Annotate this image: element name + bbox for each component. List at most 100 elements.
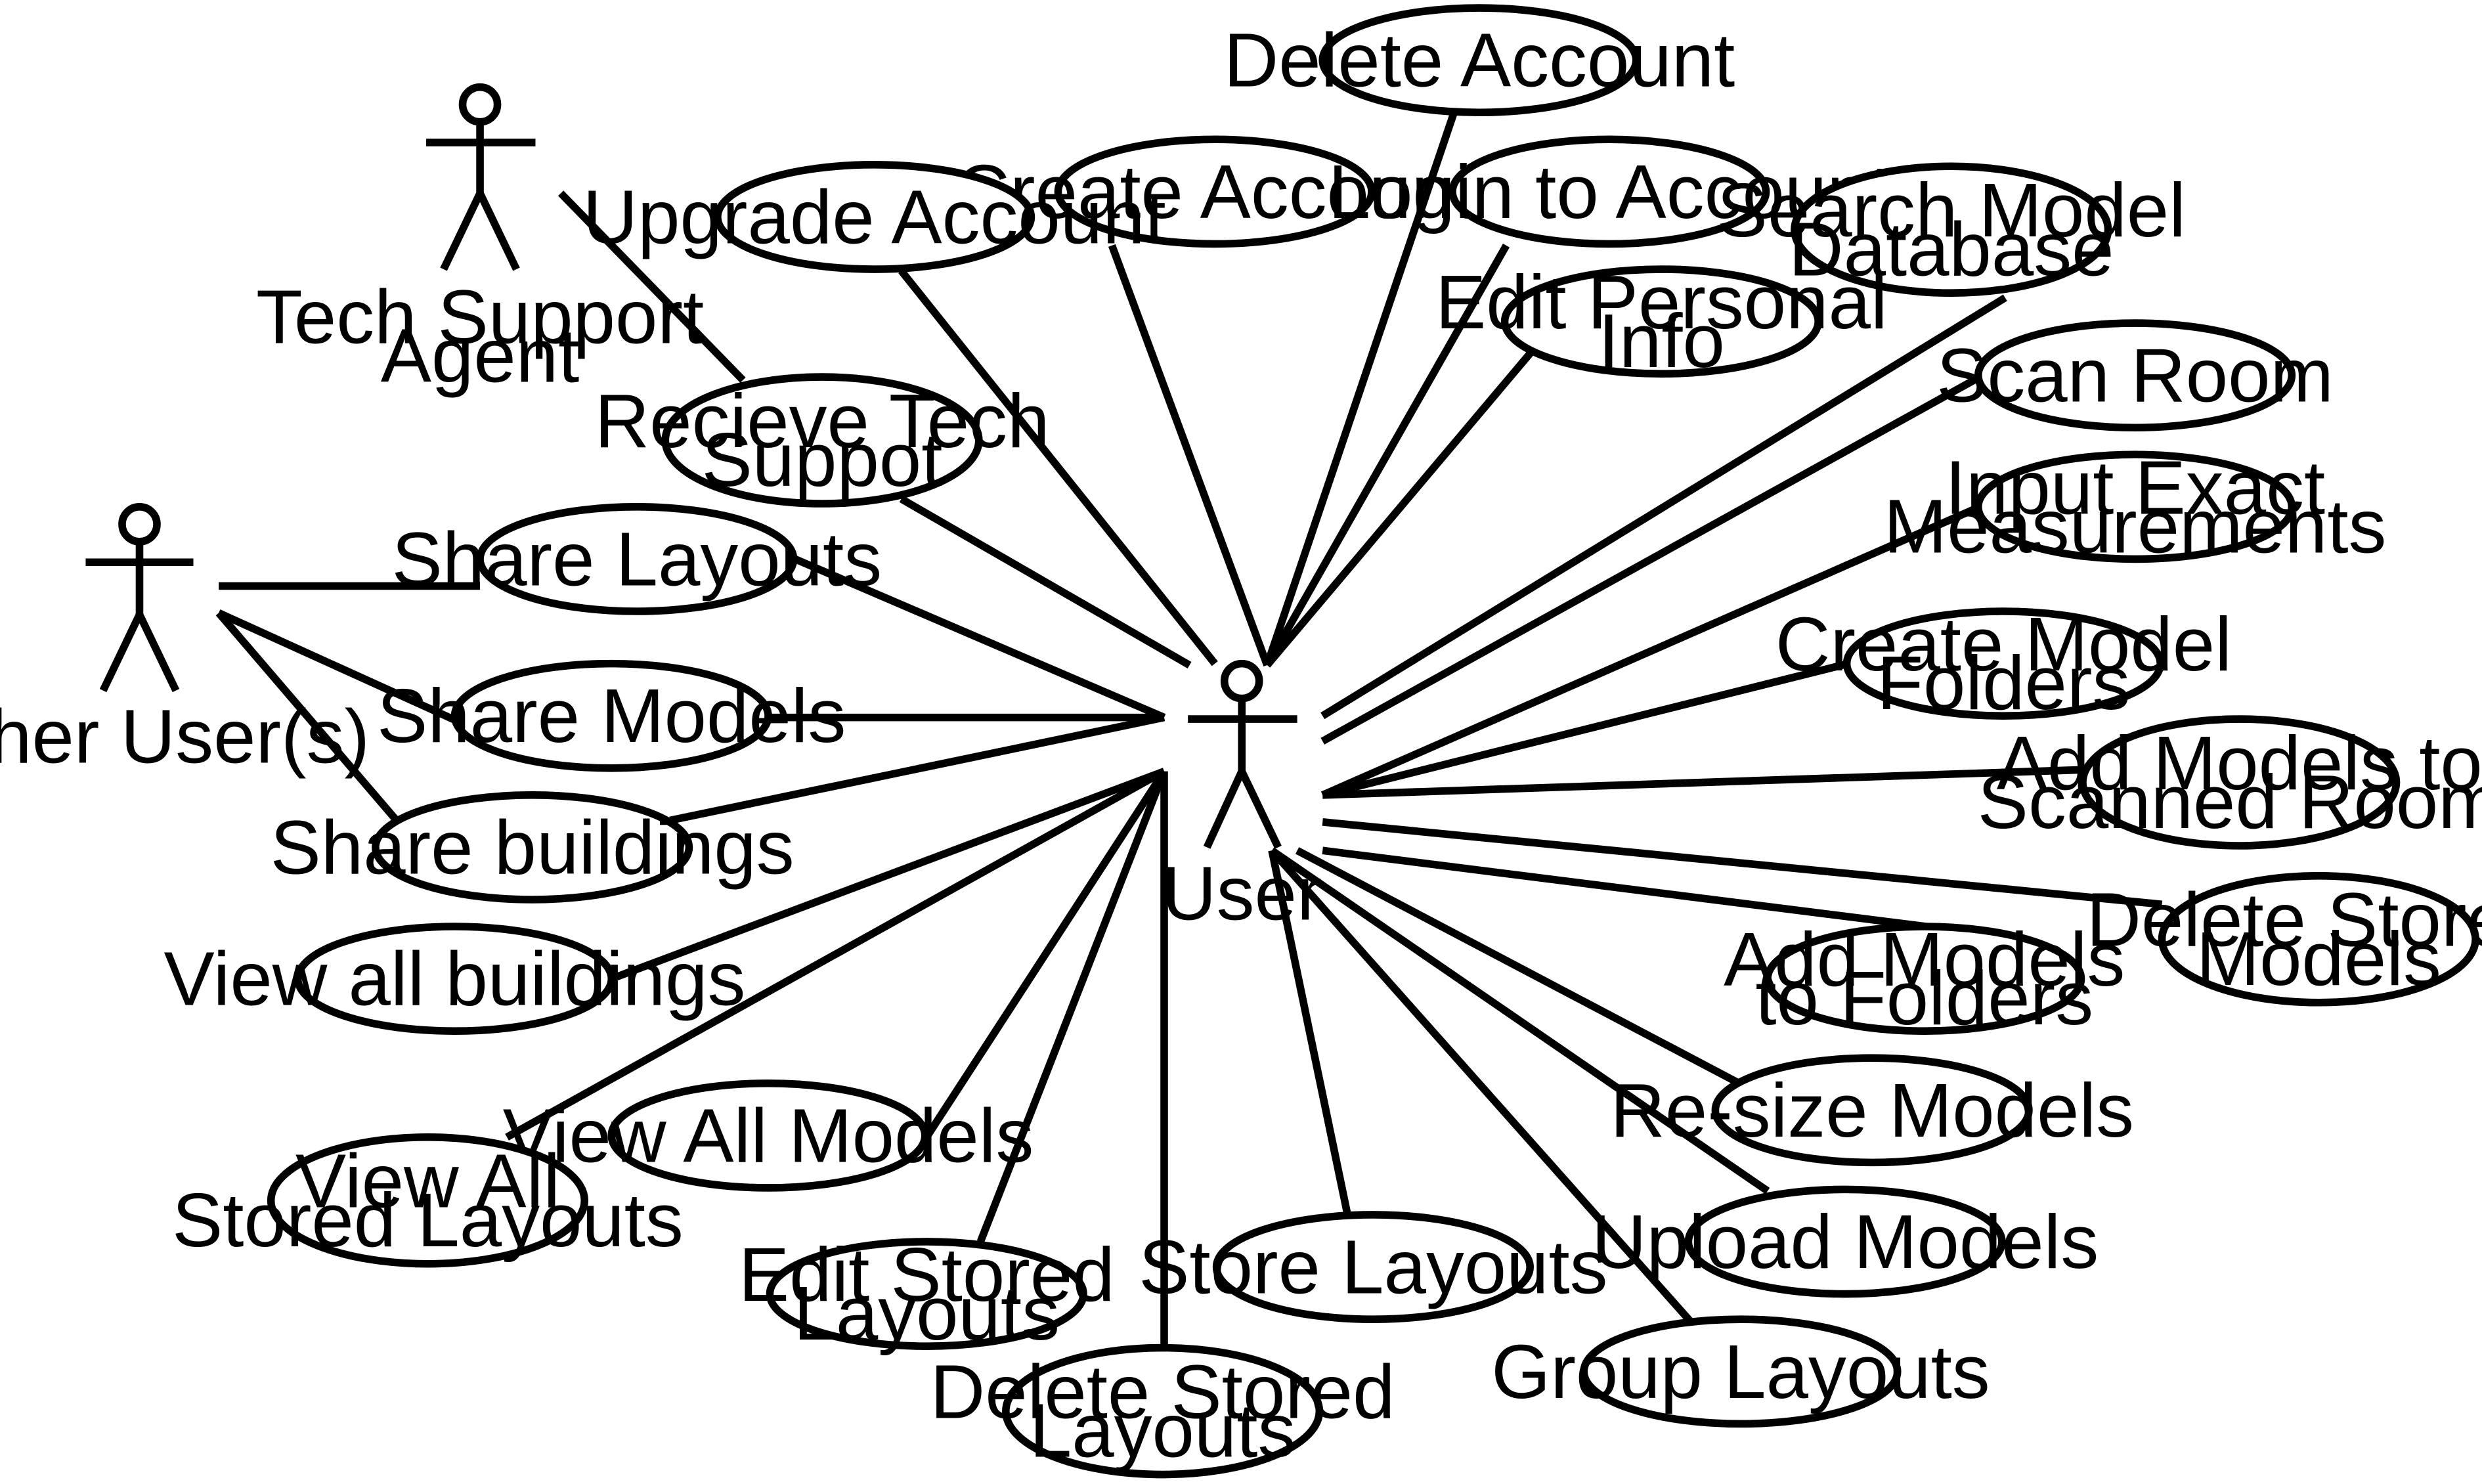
use-case-label: Folders <box>1877 640 2130 726</box>
association-user-upload-models <box>1269 847 1770 1194</box>
association-other-users-share-buildings <box>215 610 403 826</box>
use-case-label: Store Layouts <box>1139 1225 1607 1310</box>
use-case-label: Scanned Room <box>1978 759 2482 844</box>
use-case-ellipse <box>294 923 616 1035</box>
use-case-ellipse <box>2158 872 2479 1007</box>
use-case-upgrade-account: Upgrade Account <box>583 161 1166 273</box>
use-case-delete-stored-models: Delete StoredModels <box>2086 872 2482 1007</box>
actor-head <box>458 83 502 126</box>
association-user-search-model-database <box>1320 294 2007 720</box>
actor-label: Tech Support <box>256 274 704 359</box>
use-case-label: Delete Stored <box>2086 877 2482 963</box>
actor-head <box>1220 659 1263 703</box>
use-case-ellipse <box>1684 1185 2006 1298</box>
use-case-delete-account: Delete Account <box>1224 4 1735 117</box>
use-case-ellipse <box>1002 1343 1324 1479</box>
use-case-group-layouts: Group Layouts <box>1491 1315 1990 1428</box>
use-case-ellipse <box>1791 162 2112 297</box>
use-case-ellipse <box>1580 1315 1902 1428</box>
use-case-ellipse <box>1054 135 1376 248</box>
association-other-users-share-models <box>217 609 458 724</box>
use-case-label: Measurements <box>1884 483 2387 569</box>
use-case-ellipse <box>1764 923 2085 1035</box>
association-user-store-layouts <box>1268 850 1352 1217</box>
use-case-label: Share Models <box>377 673 846 758</box>
use-case-label: View All <box>295 1139 560 1224</box>
use-case-view-all-buildings: View all buildings <box>163 923 745 1035</box>
use-case-label: Layouts <box>793 1271 1059 1356</box>
use-case-label: Edit Personal <box>1435 259 1888 345</box>
association-user-edit-stored-layouts <box>976 770 1168 1244</box>
use-case-label: Upload Models <box>1592 1199 2099 1284</box>
association-user-input-exact-measurements <box>1320 503 1982 799</box>
use-case-label: Add Models <box>1724 917 2125 1002</box>
association-user-delete-account <box>1263 111 1458 666</box>
actors: Tech SupportAgentOther User(s) User <box>0 83 1322 936</box>
use-case-label: Models <box>2196 916 2441 1001</box>
use-case-label: View All Models <box>503 1093 1034 1178</box>
association-user-share-buildings <box>669 713 1165 825</box>
association-user-share-layouts <box>793 556 1166 721</box>
use-case-scan-room: Scan Room <box>1936 319 2334 432</box>
association-user-view-all-models <box>923 769 1167 1139</box>
use-case-label: Group Layouts <box>1491 1329 1990 1414</box>
use-case-label: Share buildings <box>271 804 795 890</box>
use-case-re-size-models: Re-size Models <box>1610 1054 2134 1167</box>
use-case-label: Edit Stored <box>739 1232 1115 1317</box>
association-user-login-to-account <box>1263 243 1510 667</box>
use-case-share-models: Share Models <box>377 659 846 772</box>
association-user-create-account <box>1108 244 1271 667</box>
use-case-ellipse <box>1974 450 2296 563</box>
use-case-ellipse <box>1842 607 2164 720</box>
use-case-label: Stored Layouts <box>172 1177 684 1263</box>
actor-right-leg <box>136 613 180 693</box>
use-case-label: View all buildings <box>163 936 745 1022</box>
use-case-ellipse <box>267 1133 589 1268</box>
association-user-add-models-to-scanned-room <box>1322 766 2085 799</box>
use-case-label: to Folders <box>1755 955 2093 1041</box>
use-case-share-buildings: Share buildings <box>271 791 795 904</box>
use-case-ellipse <box>661 373 983 508</box>
use-case-create-account: Create Account <box>955 135 1475 248</box>
use-case-ellipse <box>1212 1211 1534 1323</box>
use-case-label: Layouts <box>1030 1388 1295 1473</box>
association-user-edit-personal-info <box>1264 349 1535 668</box>
association-lines <box>215 111 2163 1348</box>
use-case-view-all-models: View All Models <box>503 1079 1034 1192</box>
association-user-view-all-stored-layouts <box>505 768 1166 1141</box>
association-user-group-layouts <box>1269 848 1693 1324</box>
association-user-re-size-models <box>1295 847 1745 1089</box>
actor-label: Agent <box>381 313 580 398</box>
actor-other-users: Other User(s) <box>0 503 370 779</box>
actor-left-leg <box>99 613 143 693</box>
use-case-ellipse <box>2079 715 2401 850</box>
actor-left-leg <box>1203 770 1246 849</box>
use-case-store-layouts: Store Layouts <box>1139 1211 1608 1323</box>
use-case-share-layouts: Share Layouts <box>392 503 882 615</box>
association-tech-support-agent-recieve-tech-suppot <box>557 190 746 383</box>
use-case-label: Search Model <box>1717 167 2186 253</box>
use-case-label: Delete Stored <box>930 1349 1395 1435</box>
actor-right-leg <box>1238 770 1282 849</box>
use-case-ellipse <box>476 503 798 615</box>
use-case-ellipse <box>607 1079 929 1192</box>
use-case-ellipse <box>1318 4 1640 117</box>
use-case-ellipse <box>450 659 772 772</box>
actor-label: User <box>1162 850 1322 936</box>
use-case-label: Create Model <box>1775 601 2232 687</box>
use-case-label: Create Account <box>955 149 1475 234</box>
use-case-label: Recieve Tech <box>595 378 1050 464</box>
actor-right-leg <box>476 191 520 271</box>
